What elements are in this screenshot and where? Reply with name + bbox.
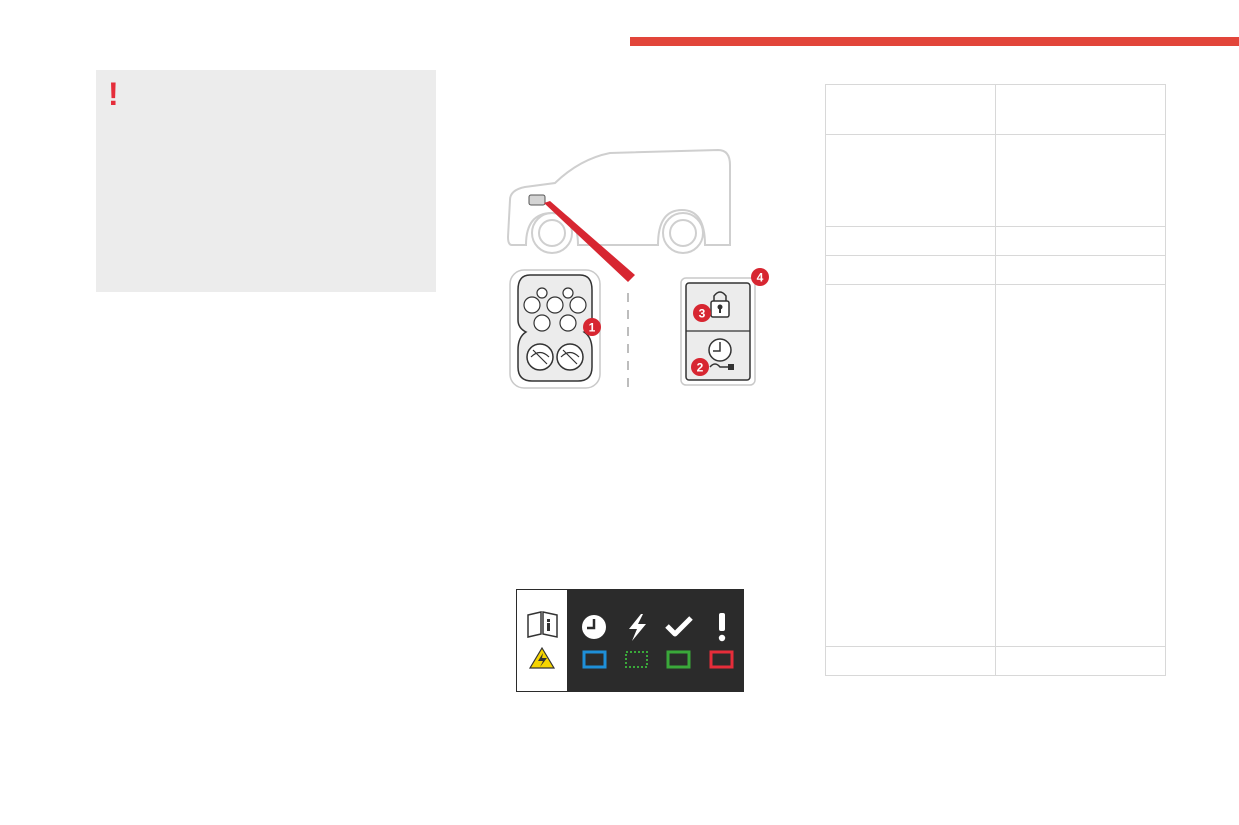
table-row <box>825 255 1166 285</box>
indicator-green <box>666 650 691 669</box>
table-cell <box>994 255 1166 285</box>
table-cell <box>994 134 1166 227</box>
table-cell <box>994 226 1166 256</box>
callout-4 <box>751 268 769 286</box>
rear-wheel <box>662 212 704 254</box>
callout-4-label: 4 <box>757 271 764 285</box>
lightning-icon <box>629 614 646 641</box>
panel-left <box>516 589 568 692</box>
charge-status-panel <box>516 589 744 692</box>
indicator-red <box>709 650 734 669</box>
car-charging-diagram: 1 2 3 4 <box>506 148 769 390</box>
callout-1-label: 1 <box>589 321 596 335</box>
table-cell <box>825 255 996 285</box>
callout-2-label: 2 <box>697 361 704 375</box>
front-wheel <box>531 212 573 254</box>
table-row <box>825 226 1166 256</box>
table-cell <box>825 226 996 256</box>
zoom-pointer <box>544 201 635 282</box>
callout-1 <box>583 318 601 336</box>
indicator-blue <box>582 650 607 669</box>
table-row <box>825 134 1166 227</box>
exclamation-icon <box>718 613 726 642</box>
header-accent-bar <box>630 37 1239 46</box>
table-row <box>825 284 1166 647</box>
table-cell <box>825 134 996 227</box>
table-row <box>825 646 1166 676</box>
table-cell <box>825 84 996 135</box>
clock-icon <box>582 615 606 639</box>
exclamation-icon: ! <box>108 76 119 112</box>
manual-info-icon <box>527 611 558 638</box>
electric-hazard-icon <box>528 646 556 669</box>
table-cell <box>994 84 1166 135</box>
check-icon <box>665 616 693 637</box>
callout-2 <box>691 358 709 376</box>
table-cell <box>825 646 996 676</box>
warning-box: ! <box>96 70 436 292</box>
charging-flap <box>528 194 546 206</box>
panel-status-area <box>568 589 744 692</box>
table-header-row <box>825 84 1166 135</box>
indicator-green-dotted <box>625 651 648 668</box>
car-outline <box>506 148 731 246</box>
spec-table <box>825 84 1166 676</box>
table-cell <box>825 284 996 647</box>
callout-3 <box>693 304 711 322</box>
control-panel-outline <box>680 277 756 386</box>
table-cell <box>994 646 1166 676</box>
table-cell <box>994 284 1166 647</box>
callout-3-label: 3 <box>699 307 706 321</box>
